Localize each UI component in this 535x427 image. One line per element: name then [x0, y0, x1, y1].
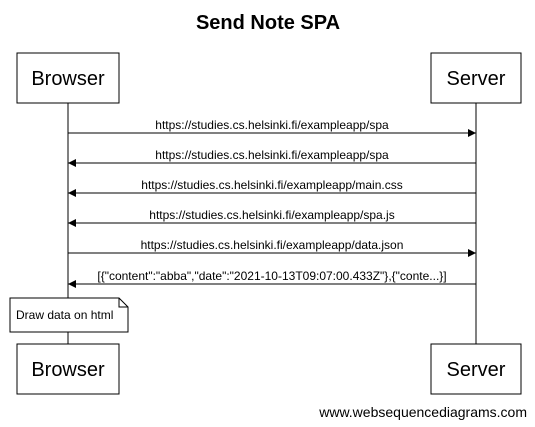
message-3: https://studies.cs.helsinki.fi/exampleap…	[68, 178, 476, 197]
browser-actor-bottom-label: Browser	[31, 359, 105, 381]
message-4-label: https://studies.cs.helsinki.fi/exampleap…	[149, 208, 394, 222]
message-5-label: https://studies.cs.helsinki.fi/exampleap…	[141, 238, 404, 252]
browser-actor-top: Browser	[16, 52, 120, 104]
server-actor-bottom-label: Server	[447, 359, 506, 381]
message-1-label: https://studies.cs.helsinki.fi/exampleap…	[155, 118, 389, 132]
server-actor-top-label: Server	[447, 68, 506, 90]
server-actor-bottom: Server	[430, 343, 522, 395]
message-5: https://studies.cs.helsinki.fi/exampleap…	[68, 238, 476, 257]
message-6-label: [{"content":"abba","date":"2021-10-13T09…	[97, 269, 446, 283]
message-2: https://studies.cs.helsinki.fi/exampleap…	[68, 148, 476, 167]
browser-actor-top-label: Browser	[31, 68, 105, 90]
message-4: https://studies.cs.helsinki.fi/exampleap…	[68, 208, 476, 227]
message-6: [{"content":"abba","date":"2021-10-13T09…	[68, 269, 476, 288]
note: Draw data on html	[9, 297, 129, 333]
watermark: www.websequencediagrams.com	[318, 404, 527, 420]
message-1: https://studies.cs.helsinki.fi/exampleap…	[68, 118, 476, 137]
browser-actor-bottom: Browser	[16, 343, 120, 395]
server-actor-top: Server	[430, 52, 522, 104]
message-2-label: https://studies.cs.helsinki.fi/exampleap…	[155, 148, 389, 162]
diagram-title: Send Note SPA	[196, 12, 340, 34]
note-text: Draw data on html	[16, 308, 113, 322]
message-3-label: https://studies.cs.helsinki.fi/exampleap…	[141, 178, 402, 192]
